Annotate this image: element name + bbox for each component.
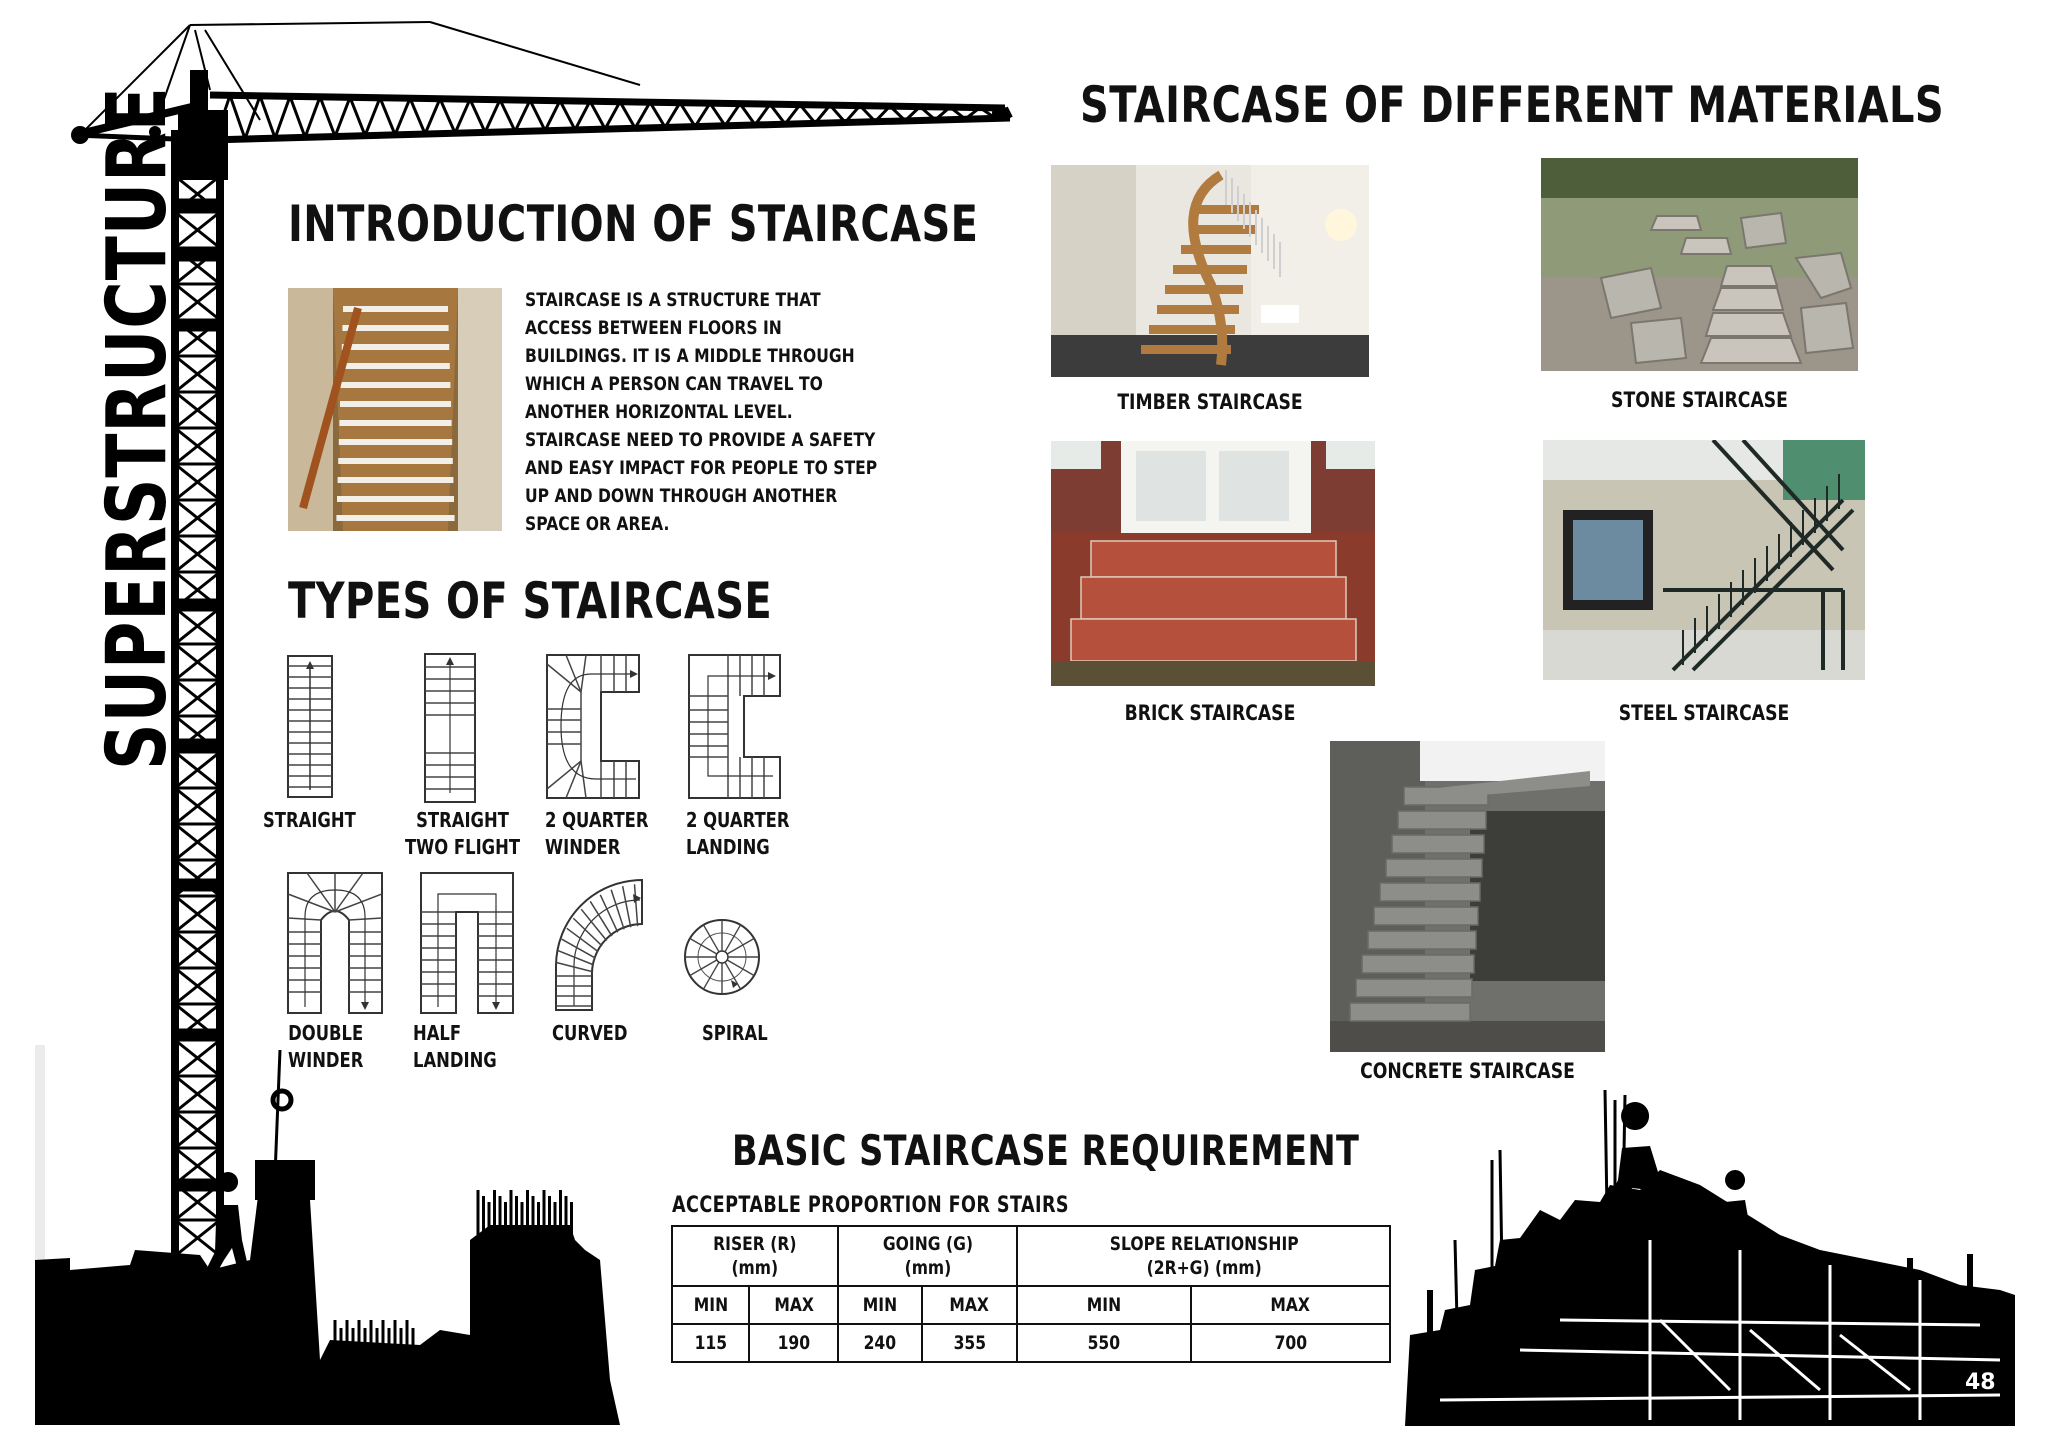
timber-staircase-photo [1051,165,1369,377]
table-header-row: RISER (R) (mm) GOING (G) (mm) SLOPE RELA… [670,1225,1391,1287]
slope-header: SLOPE RELATIONSHIP (2R+G) (mm) [1016,1225,1391,1287]
riser-min-value: 115 [670,1323,751,1363]
type-label-quarter-winder: 2 QUARTER WINDER [545,808,649,859]
steel-staircase-caption: STEEL STAIRCASE [1618,701,1790,725]
scaffolding-workers-silhouette [1405,1090,2015,1426]
table-row: 115 190 240 355 550 700 [670,1323,1391,1363]
page-number: 48 [1965,1370,1996,1395]
tower-crane-silhouette [35,21,1013,1425]
slope-min-label: MIN [1016,1285,1193,1325]
materials-heading: STAIRCASE OF DIFFERENT MATERIALS [1080,76,1945,134]
table-row: MIN MAX MIN MAX MIN MAX [670,1285,1391,1325]
type-label-half-landing: HALF LANDING [413,1021,497,1072]
type-label-straight: STRAIGHT [263,808,356,832]
going-header: GOING (G) (mm) [837,1225,1019,1287]
requirement-heading: BASIC STAIRCASE REQUIREMENT [732,1126,1360,1175]
curved-stair-plan-icon [555,878,643,1011]
slope-max-value: 700 [1190,1323,1391,1363]
type-label-quarter-landing: 2 QUARTER LANDING [686,808,790,859]
types-heading: TYPES OF STAIRCASE [288,572,773,630]
stone-staircase-caption: STONE STAIRCASE [1611,388,1788,412]
going-max-label: MAX [920,1285,1019,1325]
intro-heading: INTRODUCTION OF STAIRCASE [288,195,979,253]
riser-max-value: 190 [748,1323,840,1363]
riser-header: RISER (R) (mm) [670,1225,840,1287]
type-label-spiral: SPIRAL [702,1021,768,1045]
straight-stair-plan-icon [287,655,333,798]
going-min-label: MIN [837,1285,923,1325]
steel-staircase-photo [1543,440,1865,680]
type-label-two-flight: STRAIGHT TWO FLIGHT [405,808,521,859]
timber-staircase-caption: TIMBER STAIRCASE [1117,390,1303,414]
intro-staircase-photo [288,288,502,531]
quarter-landing-plan-icon [688,654,781,799]
half-landing-plan-icon [420,872,514,1014]
quarter-winder-plan-icon [546,654,640,799]
going-max-value: 355 [920,1323,1019,1363]
slope-min-value: 550 [1016,1323,1193,1363]
going-min-value: 240 [837,1323,923,1363]
riser-max-label: MAX [748,1285,840,1325]
double-winder-plan-icon [287,872,383,1014]
requirement-subheading: ACCEPTABLE PROPORTION FOR STAIRS [672,1193,1070,1218]
spiral-stair-plan-icon [684,919,760,995]
type-label-double-winder: DOUBLE WINDER [288,1021,364,1072]
two-flight-stair-plan-icon [424,653,476,803]
slope-max-label: MAX [1190,1285,1391,1325]
type-label-curved: CURVED [552,1021,628,1045]
riser-min-label: MIN [670,1285,751,1325]
requirement-table: RISER (R) (mm) GOING (G) (mm) SLOPE RELA… [670,1225,1391,1363]
concrete-staircase-photo [1330,741,1605,1052]
intro-paragraph: STAIRCASE IS A STRUCTURE THAT ACCESS BET… [525,289,878,535]
brick-staircase-caption: BRICK STAIRCASE [1124,701,1296,725]
stone-staircase-photo [1541,158,1858,371]
concrete-staircase-caption: CONCRETE STAIRCASE [1360,1059,1575,1083]
brick-staircase-photo [1051,441,1375,686]
side-title: SUPERSTRUCTURE [90,86,185,770]
